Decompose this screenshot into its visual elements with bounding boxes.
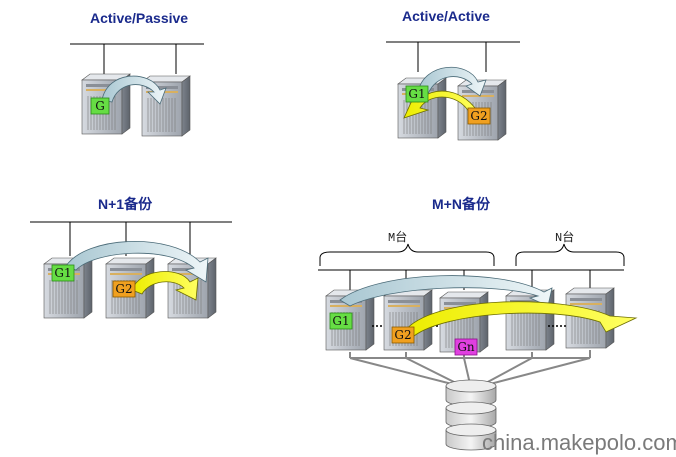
active-passive-panel	[70, 43, 204, 137]
svg-text:G2: G2	[394, 328, 411, 342]
svg-text:G1: G1	[408, 87, 425, 101]
failover-arrow	[131, 271, 199, 301]
n-group-label: N台	[555, 231, 575, 245]
m-plus-n-panel	[318, 243, 638, 451]
svg-text:G2: G2	[470, 109, 487, 123]
active-active-title: Active/Active	[402, 8, 490, 24]
g1-tag: G1	[329, 312, 353, 330]
m-group-brace	[319, 243, 495, 266]
svg-text:Gn: Gn	[457, 340, 475, 354]
shared-storage-icon	[445, 379, 497, 451]
failover-arrow	[101, 75, 167, 105]
watermark: china.makepolo.com	[482, 430, 676, 455]
failover-arrow	[417, 66, 487, 97]
svg-text:G1: G1	[54, 266, 71, 280]
n-group-brace	[515, 243, 625, 266]
g2-tag: G2	[112, 280, 136, 298]
svg-text:G2: G2	[115, 282, 132, 296]
g2-tag: G2	[391, 326, 415, 344]
failover-arrow	[65, 241, 209, 283]
active-passive-title: Active/Passive	[90, 10, 189, 26]
m-plus-n-title: M+N备份	[432, 196, 490, 212]
g2-tag: G2	[467, 107, 491, 125]
failover-arrow	[403, 301, 638, 337]
g1-tag: G1	[405, 85, 429, 103]
gn-tag: Gn	[454, 338, 478, 356]
m-group-label: M台	[388, 231, 408, 245]
n-plus-1-title: N+1备份	[98, 196, 153, 212]
g-tag: G	[90, 97, 110, 115]
svg-text:G1: G1	[332, 314, 349, 328]
svg-text:G: G	[95, 99, 105, 113]
n-plus-1-panel	[30, 221, 232, 319]
g1-tag: G1	[51, 264, 75, 282]
